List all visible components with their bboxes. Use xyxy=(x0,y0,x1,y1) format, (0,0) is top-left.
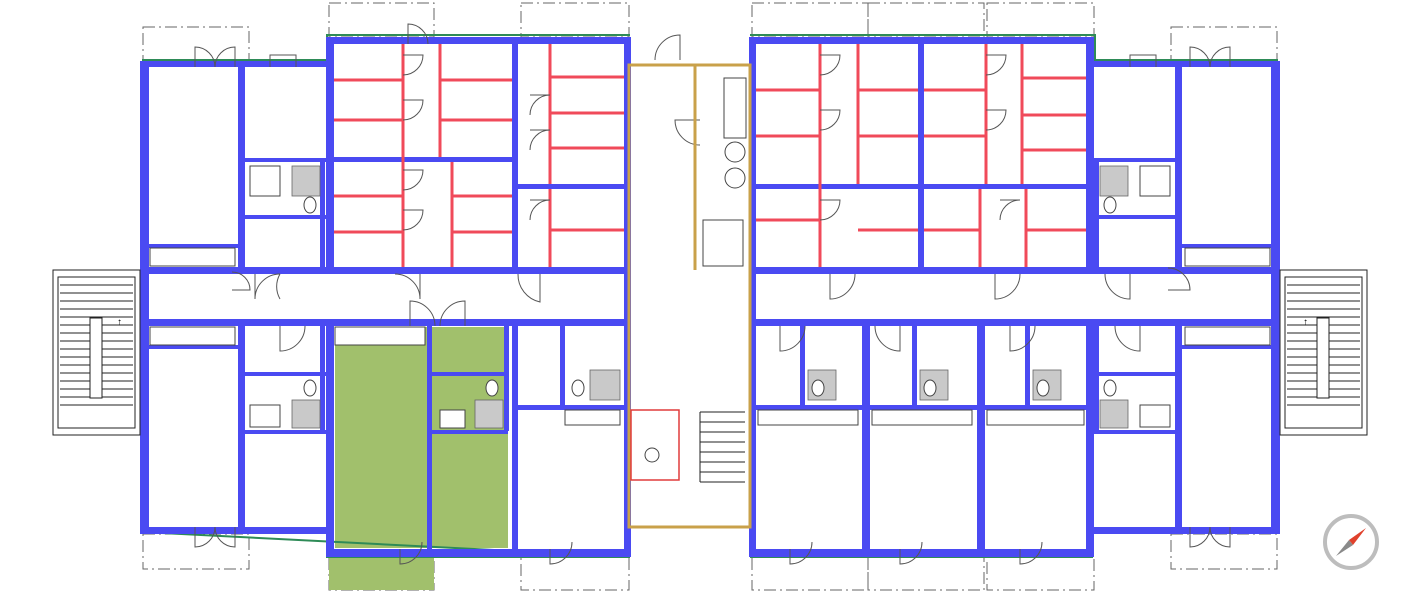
interior-walls-left xyxy=(149,44,624,549)
corridor-walls xyxy=(140,267,1280,326)
stairwell-right: ↑ xyxy=(1279,269,1368,436)
exterior-walls xyxy=(140,37,1280,557)
balconies xyxy=(142,2,1278,591)
fixtures xyxy=(149,77,1271,429)
core xyxy=(627,63,752,529)
red-partitions-right xyxy=(756,44,1086,267)
compass-icon xyxy=(1323,514,1379,570)
stair-treads-left xyxy=(60,284,133,406)
facade-outline xyxy=(141,34,1278,558)
red-partitions-left xyxy=(334,44,624,267)
core-stair-treads xyxy=(699,411,745,483)
stair-arrow-right: ↑ xyxy=(1303,317,1308,328)
stair-arrow-left: ↑ xyxy=(117,317,122,328)
interior-walls-right xyxy=(756,44,1271,549)
stairwell-left: ↑ xyxy=(52,269,141,436)
highlighted-units xyxy=(329,327,508,590)
